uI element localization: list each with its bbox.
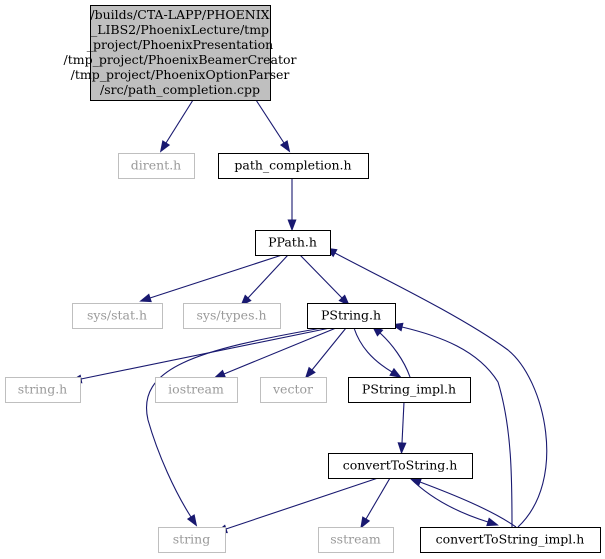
node-label: PPath.h [268,235,317,250]
node-label: iostream [168,382,224,397]
graph-edges [69,99,548,534]
node-label: convertToString_impl.h [436,532,585,547]
edge-pstring-to-pstring_impl [353,327,402,378]
edge-ppath-to-systypes [240,254,289,307]
node-box [255,230,331,256]
edge-ppath-to-sysstat [139,254,283,303]
node-label: _project/PhoenixPresentation [87,37,273,52]
arrowhead-icon [186,514,198,527]
edge-pstring-to-vector [304,327,347,379]
arrowhead-icon [139,293,152,303]
node-label: PString.h [321,308,381,323]
edge-root-to-dirent [159,99,194,153]
arrowhead-icon [338,294,350,307]
arrowhead-icon [486,517,499,527]
node-label: sstream [330,532,381,547]
node-label: sys/types.h [196,308,266,323]
node-box [183,303,281,329]
node-vector[interactable]: vector [260,377,327,403]
node-box [90,5,271,101]
node-box [318,527,394,553]
arrowhead-icon [240,294,252,307]
node-label: string.h [18,382,68,397]
node-pstring_impl[interactable]: PString_impl.h [348,377,471,403]
arrowhead-icon [213,369,227,379]
node-box [158,527,226,553]
arrowhead-icon [397,442,407,455]
arrowhead-icon [409,477,423,487]
node-box [155,377,238,403]
edge-pstring-to-string [146,327,323,527]
node-label: /src/path_completion.cpp [100,82,260,97]
node-label: convertToString.h [343,458,458,473]
edge-convert_impl-to-pstring [390,322,513,528]
node-label: PString_impl.h [362,382,456,397]
node-stringh[interactable]: string.h [5,377,81,403]
arrowhead-icon [360,516,371,529]
node-box [72,303,163,329]
node-box [420,527,601,553]
node-systypes[interactable]: sys/types.h [183,303,281,329]
edge-ppath-to-pstring [299,254,350,307]
node-box [5,377,81,403]
node-sstream[interactable]: sstream [318,527,394,553]
arrowhead-icon [287,219,297,232]
node-string[interactable]: string [158,527,226,553]
node-label: dirent.h [131,158,181,173]
node-box [328,453,473,479]
node-box [260,377,327,403]
arrowhead-icon [279,140,291,153]
node-label: sys/stat.h [87,308,147,323]
arrowhead-icon [159,140,171,153]
node-label: string [173,532,210,547]
node-dirent[interactable]: dirent.h [118,153,195,179]
node-convert_impl[interactable]: convertToString_impl.h [420,527,601,553]
node-convert[interactable]: convertToString.h [328,453,473,479]
graph-nodes: /builds/CTA-LAPP/PHOENIX_LIBS2/PhoenixLe… [5,5,601,553]
node-label: path_completion.h [234,158,351,173]
node-ppath[interactable]: PPath.h [255,230,331,256]
node-root[interactable]: /builds/CTA-LAPP/PHOENIX_LIBS2/PhoenixLe… [63,5,297,101]
node-box [307,303,396,329]
node-box [218,153,369,179]
node-path_completion[interactable]: path_completion.h [218,153,369,179]
edge-convert-to-sstream [360,477,391,529]
node-label: /builds/CTA-LAPP/PHOENIX [90,7,269,22]
edge-convert_impl-to-convert [409,477,517,528]
arrowhead-icon [389,367,402,378]
edge-convert-to-convert_impl [409,477,499,527]
edge-pstring-to-iostream [213,327,337,379]
edge-root-to-path_completion [255,99,291,153]
edge-path_completion-to-ppath [287,178,297,232]
node-box [348,377,471,403]
edge-pstring_impl-to-convert [397,401,407,455]
node-label: /tmp_project/PhoenixBeamerCreator [63,52,296,67]
node-pstring[interactable]: PString.h [307,303,396,329]
node-sysstat[interactable]: sys/stat.h [72,303,163,329]
node-label: vector [272,382,313,397]
node-box [118,153,195,179]
edge-pstring_impl-to-pstring [371,325,411,378]
arrowhead-icon [304,366,316,379]
node-iostream[interactable]: iostream [155,377,238,403]
node-label: /tmp_project/PhoenixOptionParser [71,67,290,82]
node-label: _LIBS2/PhoenixLecture/tmp [91,22,269,37]
edge-convert-to-string [215,477,379,534]
